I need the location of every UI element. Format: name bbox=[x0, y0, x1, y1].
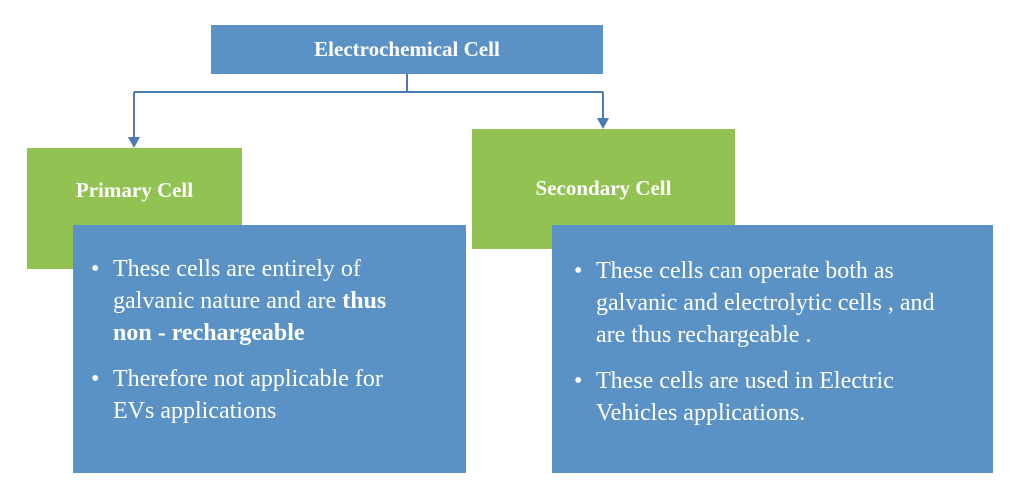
arrowhead-primary bbox=[128, 137, 140, 148]
bullet-text: These cells are entirely of galvanic nat… bbox=[113, 256, 361, 314]
primary-cell-description: These cells are entirely of galvanic nat… bbox=[73, 225, 466, 473]
root-node-electrochemical-cell: Electrochemical Cell bbox=[211, 25, 603, 74]
bullet-text: Therefore not applicable for EVs applica… bbox=[113, 366, 383, 424]
arrowhead-secondary bbox=[597, 118, 609, 129]
primary-cell-bullet-list: These cells are entirely of galvanic nat… bbox=[91, 253, 430, 427]
bullet-text-emphasis: thus non - rechargeable bbox=[113, 288, 387, 346]
bullet-item: These cells are entirely of galvanic nat… bbox=[91, 253, 430, 349]
bullet-item: These cells can operate both as galvanic… bbox=[574, 255, 963, 351]
secondary-cell-bullet-list: These cells can operate both as galvanic… bbox=[574, 255, 963, 429]
bullet-text: These cells can operate both as galvanic… bbox=[596, 258, 935, 348]
secondary-cell-description: These cells can operate both as galvanic… bbox=[552, 225, 993, 473]
bullet-item: Therefore not applicable for EVs applica… bbox=[91, 363, 430, 427]
primary-cell-title: Primary Cell bbox=[75, 178, 194, 202]
root-node-label: Electrochemical Cell bbox=[314, 37, 500, 61]
bullet-item: These cells are used in Electric Vehicle… bbox=[574, 365, 963, 429]
secondary-cell-title: Secondary Cell bbox=[535, 176, 672, 200]
bullet-text: These cells are used in Electric Vehicle… bbox=[596, 368, 894, 426]
